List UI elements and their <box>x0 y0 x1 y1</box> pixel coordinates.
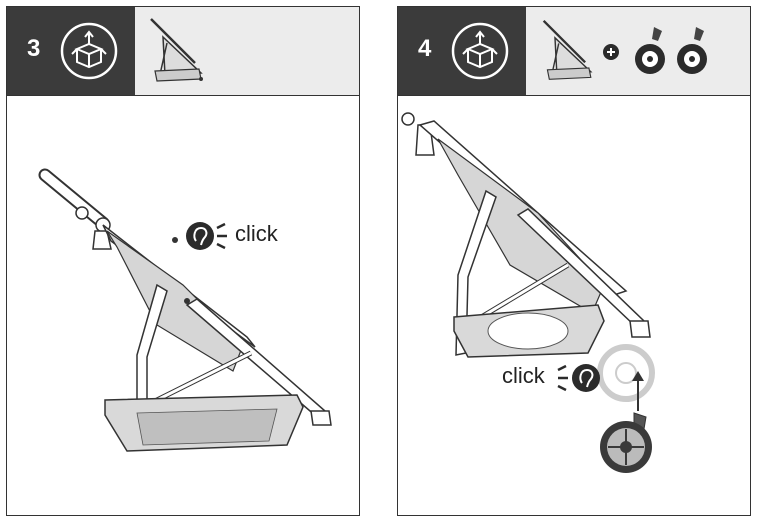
step-number: 3 <box>27 35 41 62</box>
step-3-badge: 3 <box>7 7 135 95</box>
front-wheel-icon <box>635 27 665 74</box>
ear-icon <box>186 222 227 250</box>
ear-icon <box>557 364 600 392</box>
unbox-icon <box>451 22 509 80</box>
step-number: 4 <box>418 35 432 62</box>
stroller-thumbnail <box>150 18 203 82</box>
stroller-wheel-illustration <box>401 112 655 473</box>
step-4-panel: 4 <box>397 6 751 516</box>
click-label: click <box>502 363 545 388</box>
plus-icon <box>603 44 619 60</box>
front-wheel-icon <box>677 27 707 74</box>
step-3-panel: 3 <box>6 6 360 516</box>
step-4-badge: 4 <box>398 7 526 95</box>
unbox-icon <box>60 22 118 80</box>
click-label: click <box>235 221 278 246</box>
stroller-fold-illustration <box>38 168 332 452</box>
step-3-header: 3 <box>7 7 359 96</box>
stroller-thumbnail <box>542 19 593 80</box>
step-4-header: 4 <box>398 7 750 96</box>
